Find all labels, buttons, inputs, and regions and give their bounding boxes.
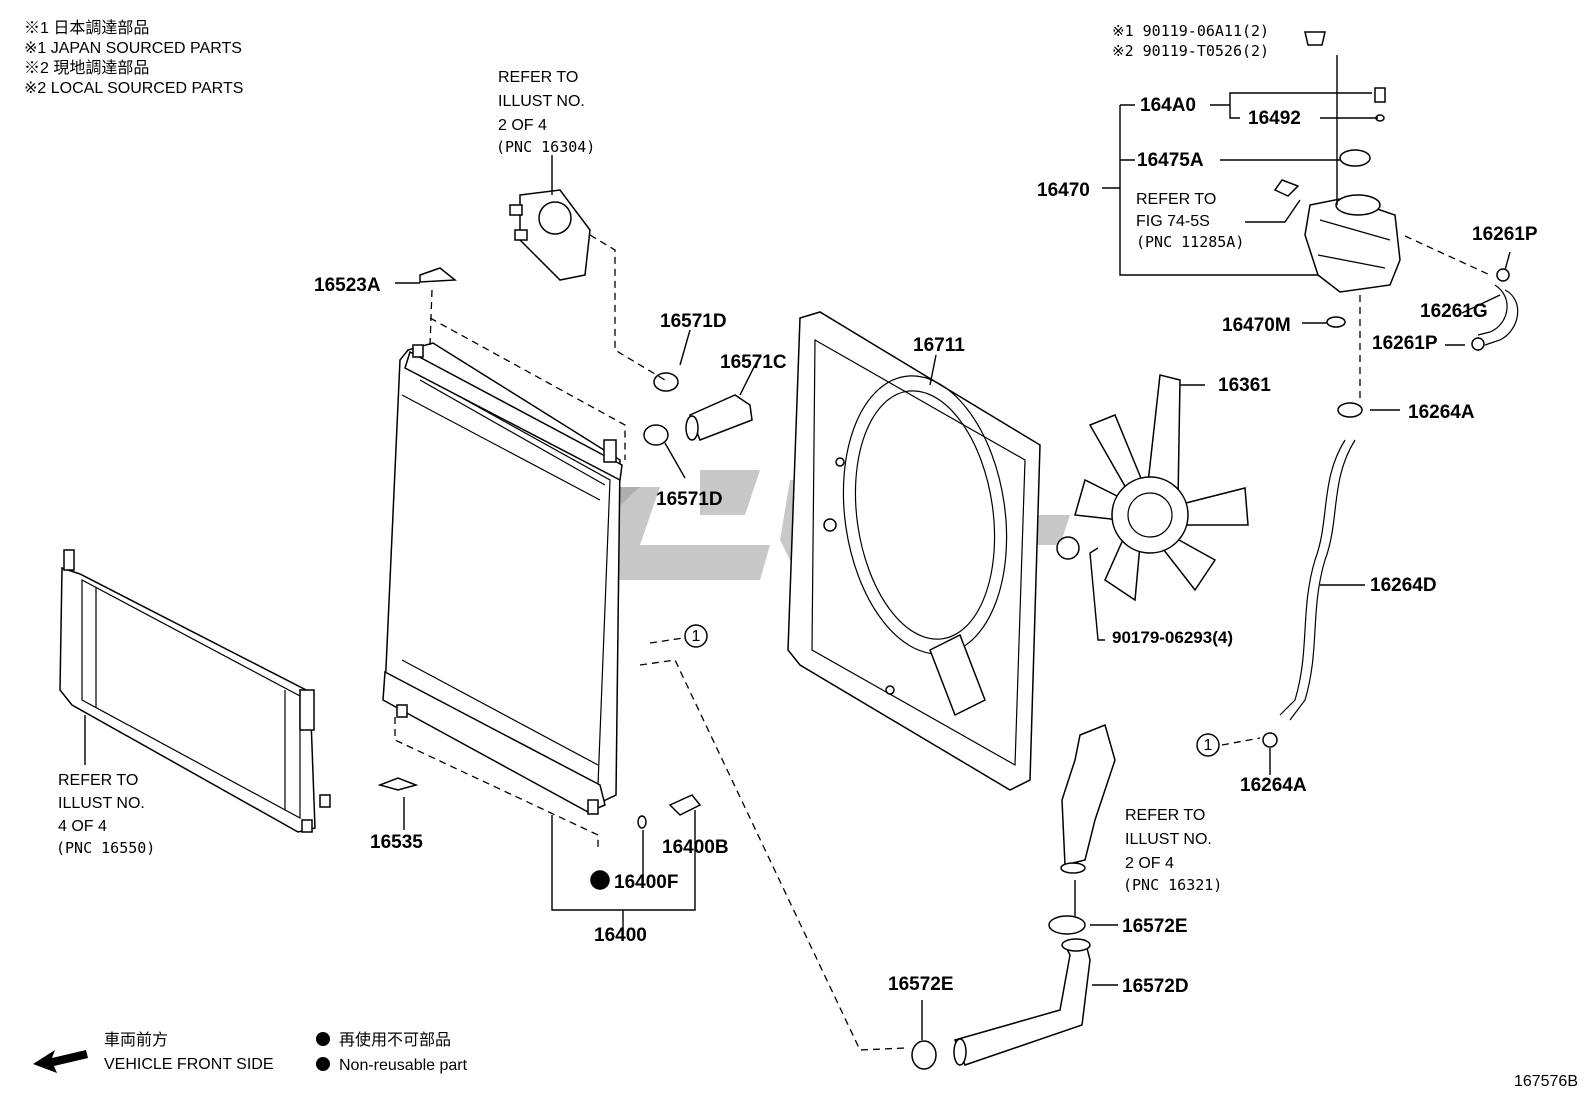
legend: 車両前方 VEHICLE FRONT SIDE 再使用不可部品 Non-reus… <box>33 1031 468 1074</box>
part-164A0: 164A0 <box>1140 95 1196 116</box>
part-16261P-bottom: 16261P <box>1372 333 1438 354</box>
part-16470M: 16470M <box>1222 315 1291 336</box>
ref-water-inlet-4: (PNC 16321) <box>1123 876 1222 894</box>
svg-text:1: 1 <box>692 628 701 645</box>
part-16572E-right: 16572E <box>1122 916 1188 937</box>
figure-id: 167576B <box>1514 1073 1578 1090</box>
ref-water-outlet-1: REFER TO <box>498 69 578 86</box>
part-16711: 16711 <box>913 335 965 356</box>
part-16571C: 16571C <box>720 352 787 373</box>
part-16571D-bottom: 16571D <box>656 489 723 510</box>
ref-water-inlet-2: ILLUST NO. <box>1125 831 1212 848</box>
part-16535: 16535 <box>370 832 423 853</box>
part-16400B: 16400B <box>662 837 729 858</box>
ref-water-outlet-2: ILLUST NO. <box>498 93 585 110</box>
nonreuse-dot-icon <box>316 1032 330 1046</box>
lower-hose <box>911 915 1091 1070</box>
part-16470: 16470 <box>1037 180 1090 201</box>
fan-shroud <box>787 311 1041 791</box>
upper-hose-parts <box>643 372 753 446</box>
leader-lines <box>84 55 1511 1051</box>
bolt-note-1: ※1 90119-06A11(2) <box>1112 22 1269 40</box>
legend-nonreuse-jp: 再使用不可部品 <box>339 1031 451 1049</box>
part-16572E-bottom: 16572E <box>888 974 954 995</box>
small-parts <box>377 267 702 890</box>
radiator-core <box>382 342 623 815</box>
ref-condenser-2: ILLUST NO. <box>58 795 145 812</box>
water-inlet <box>1060 723 1116 874</box>
part-16400F: 16400F <box>614 872 678 893</box>
ref-reservoir-3: (PNC 11285A) <box>1136 233 1244 251</box>
part-16261P-top: 16261P <box>1472 224 1538 245</box>
condenser <box>59 549 331 833</box>
svg-text:1: 1 <box>1204 737 1213 754</box>
cooling-fan <box>1056 374 1249 602</box>
part-16492: 16492 <box>1248 108 1301 129</box>
overflow-hose <box>1262 268 1519 748</box>
ref-water-outlet-4: (PNC 16304) <box>496 138 595 156</box>
ref-reservoir-2: FIG 74-5S <box>1136 213 1210 230</box>
legend-front-en: VEHICLE FRONT SIDE <box>104 1056 274 1073</box>
ref-water-outlet-3: 2 OF 4 <box>498 117 547 134</box>
part-16400: 16400 <box>594 925 647 946</box>
part-16475A: 16475A <box>1137 150 1204 171</box>
ref-condenser-1: REFER TO <box>58 772 138 789</box>
header-note-2: ※1 JAPAN SOURCED PARTS <box>24 40 242 57</box>
ref-water-inlet-3: 2 OF 4 <box>1125 855 1174 872</box>
part-16261G: 16261G <box>1420 301 1488 322</box>
circle-ref-left: 1 <box>684 624 708 648</box>
ref-condenser-3: 4 OF 4 <box>58 818 107 835</box>
circle-ref-right: 1 <box>1196 733 1220 757</box>
legend-nonreuse-en: Non-reusable part <box>339 1057 468 1074</box>
part-16264D: 16264D <box>1370 575 1437 596</box>
part-16572D: 16572D <box>1122 976 1189 997</box>
part-16264A-bottom: 16264A <box>1240 775 1307 796</box>
bolt-note-2: ※2 90119-T0526(2) <box>1112 42 1269 60</box>
water-outlet <box>509 189 591 281</box>
header-note-1: ※1 日本調達部品 <box>24 19 149 37</box>
part-16264A-top: 16264A <box>1408 402 1475 423</box>
legend-front-jp: 車両前方 <box>104 1031 168 1049</box>
ref-reservoir-1: REFER TO <box>1136 191 1216 208</box>
reservoir-tank <box>1273 31 1401 328</box>
header-note-4: ※2 LOCAL SOURCED PARTS <box>24 80 243 97</box>
header-note-3: ※2 現地調達部品 <box>24 59 149 77</box>
part-16361: 16361 <box>1218 375 1271 396</box>
ref-condenser-4: (PNC 16550) <box>56 839 155 857</box>
part-90179-06293: 90179-06293(4) <box>1112 628 1233 647</box>
part-16523A: 16523A <box>314 275 381 296</box>
vehicle-front-arrow-icon <box>33 1050 88 1073</box>
part-16571D-top: 16571D <box>660 311 727 332</box>
ref-water-inlet-1: REFER TO <box>1125 807 1205 824</box>
nonreuse-dot-icon-2 <box>316 1057 330 1071</box>
